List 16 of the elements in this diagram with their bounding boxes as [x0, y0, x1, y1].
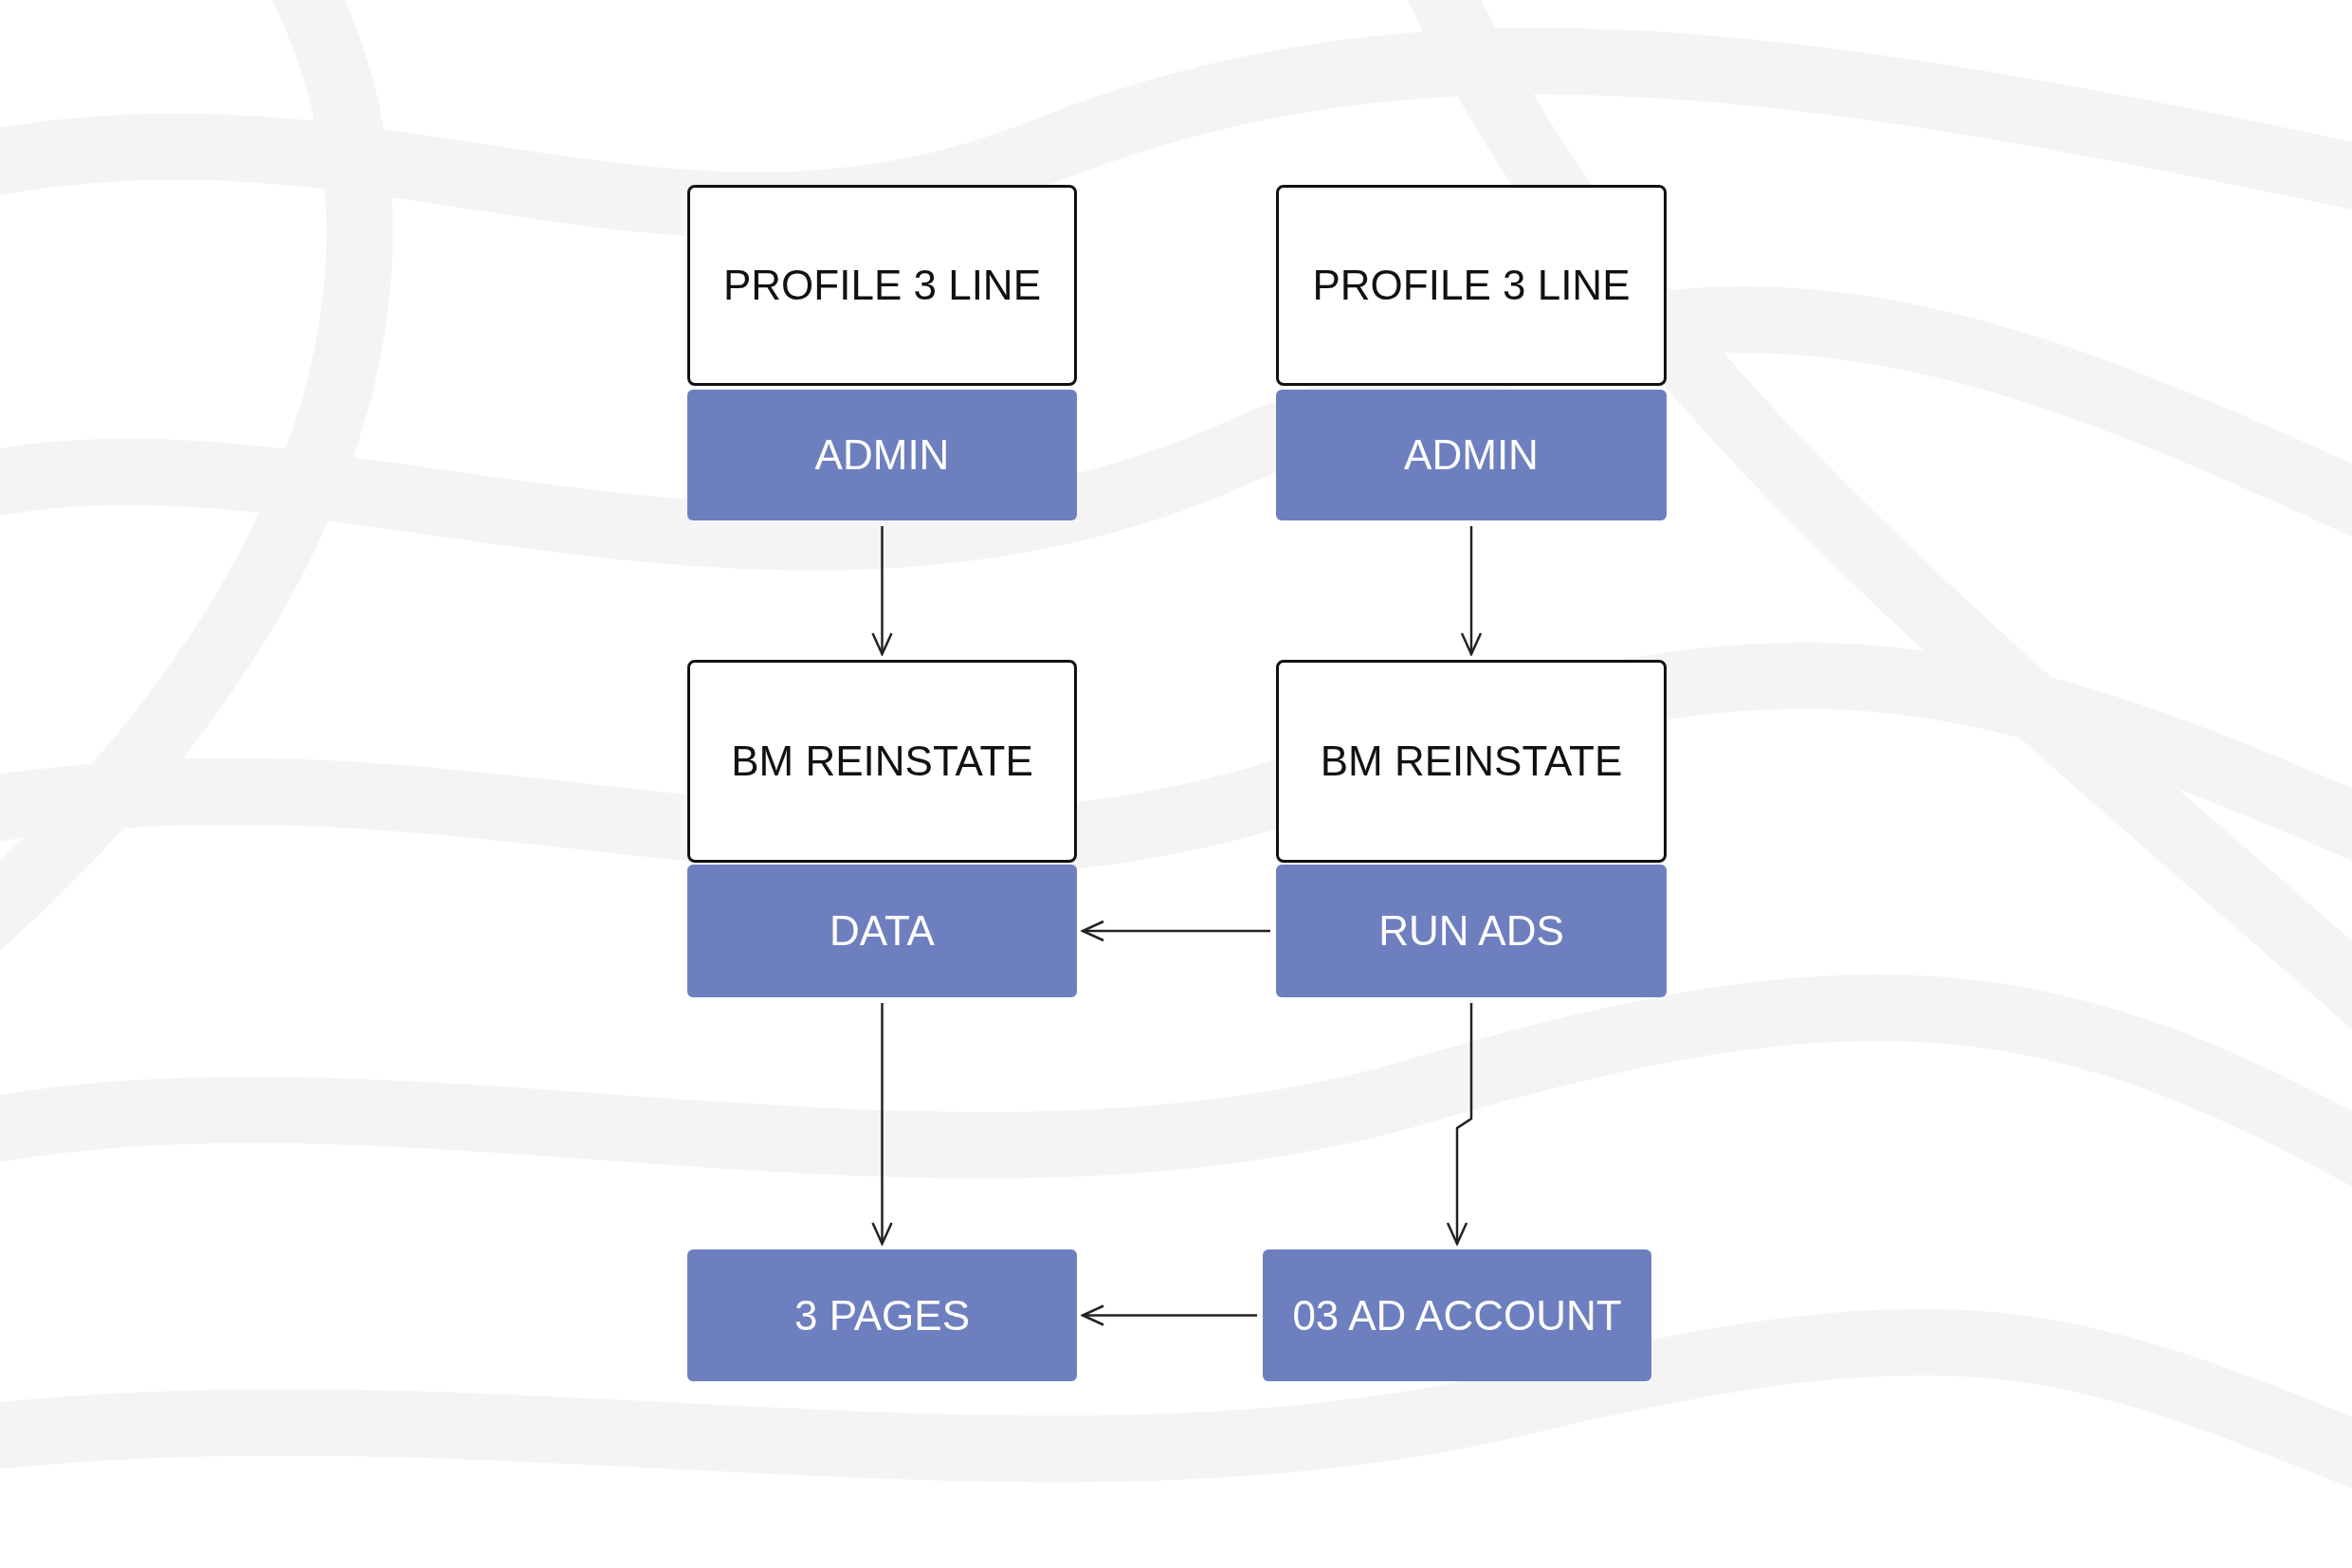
arrow: [1460, 526, 1483, 656]
label-bar: DATA: [687, 865, 1077, 997]
arrow: [871, 526, 893, 656]
arrow: [1446, 1003, 1473, 1246]
process-box: PROFILE 3 LINE: [1276, 185, 1667, 386]
process-box: PROFILE 3 LINE: [687, 185, 1077, 386]
arrow: [1081, 920, 1270, 942]
process-box: BM REINSTATE: [1276, 660, 1667, 863]
arrow: [1081, 1304, 1257, 1326]
label-bar: ADMIN: [687, 390, 1077, 520]
arrow: [871, 1003, 893, 1246]
label-bar: RUN ADS: [1276, 865, 1667, 997]
label-bar: ADMIN: [1276, 390, 1667, 520]
label-bar: 3 PAGES: [687, 1249, 1077, 1381]
label-bar: 03 AD ACCOUNT: [1263, 1249, 1651, 1381]
process-box: BM REINSTATE: [687, 660, 1077, 863]
